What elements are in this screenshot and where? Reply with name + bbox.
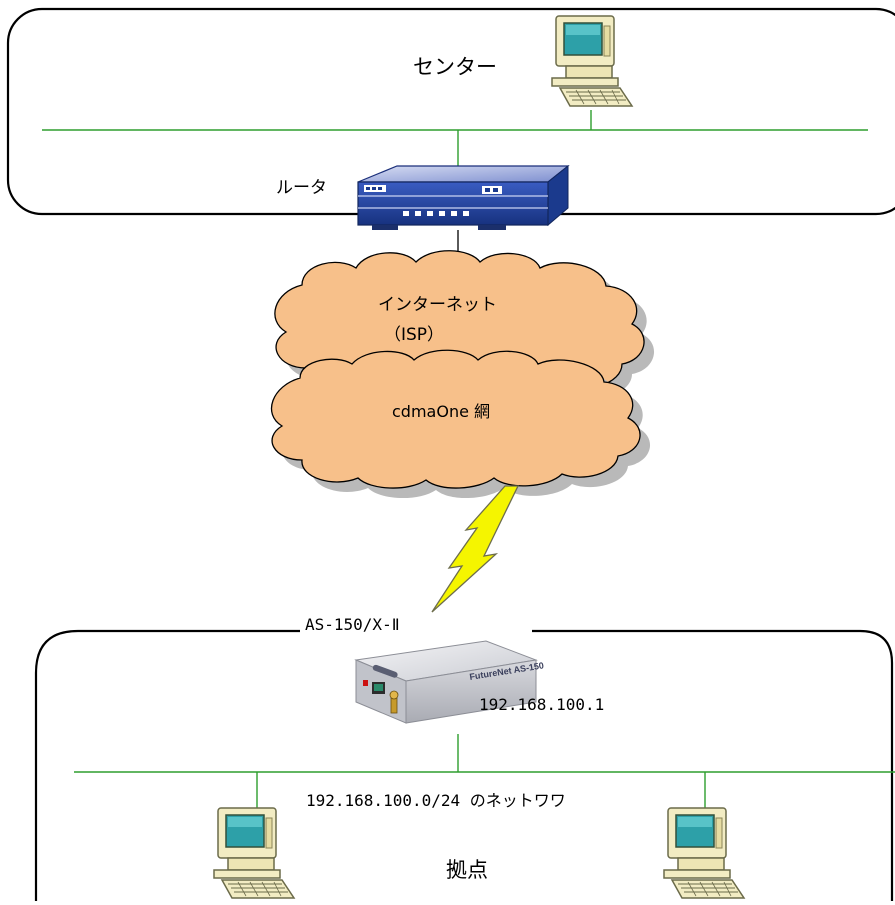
network-label: 192.168.100.0/24 のネットワワ [306, 791, 566, 810]
pc-icon-center [551, 15, 633, 107]
base-frame-left [34, 629, 300, 901]
router-label: ルータ [276, 178, 327, 198]
device-icon: FutureNet AS-150 [354, 640, 545, 724]
isp-label: （ISP） [384, 325, 445, 345]
cdma-label: cdmaOne 網 [392, 402, 491, 421]
cloud-icon-cdma [270, 349, 651, 499]
lightning-icon [431, 485, 520, 613]
pc-icon-base-right [663, 807, 745, 899]
router-icon [357, 164, 570, 230]
pc-icon-base-left [213, 807, 295, 899]
base-frame-right [532, 629, 894, 901]
center-title: センター [413, 55, 497, 79]
base-title: 拠点 [446, 858, 488, 882]
device-label: AS-150/X-Ⅱ [305, 615, 400, 634]
device-ip-label: 192.168.100.1 [479, 695, 605, 714]
internet-label: インターネット [378, 295, 497, 315]
